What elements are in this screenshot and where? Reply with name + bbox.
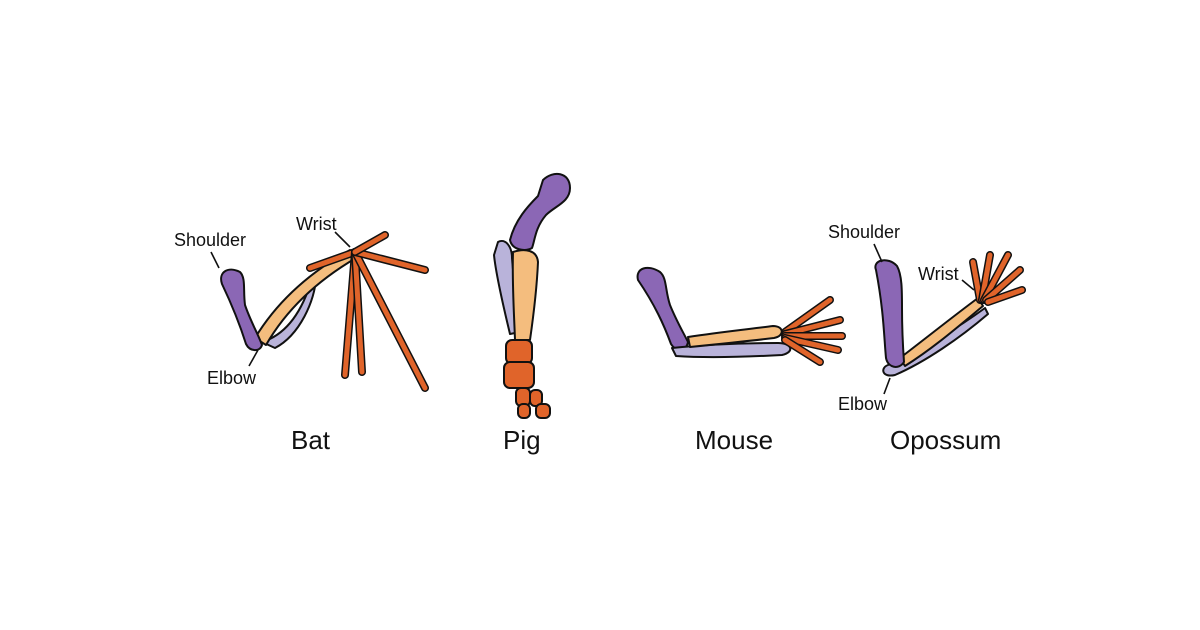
pig-humerus [509, 172, 571, 251]
bat-shoulder-label: Shoulder [174, 230, 246, 250]
opossum-limb: Shoulder Wrist Elbow Opossum [828, 222, 1026, 455]
opossum-digits [969, 251, 1026, 306]
opossum-title: Opossum [890, 425, 1001, 455]
opossum-elbow-label: Elbow [838, 394, 888, 414]
mouse-humerus [636, 266, 689, 351]
bat-title: Bat [291, 425, 331, 455]
opossum-wrist-label: Wrist [918, 264, 959, 284]
bat-limb: Shoulder Wrist Elbow Bat [174, 214, 429, 455]
opossum-humerus [874, 259, 905, 368]
pig-title: Pig [503, 425, 541, 455]
mouse-digits [781, 296, 846, 366]
opossum-radius [899, 297, 984, 367]
mouse-title: Mouse [695, 425, 773, 455]
pig-radius [511, 249, 539, 341]
pig-foot [503, 339, 551, 419]
opossum-shoulder-label: Shoulder [828, 222, 900, 242]
bat-elbow-label: Elbow [207, 368, 257, 388]
bat-humerus [220, 268, 263, 352]
pig-limb: Pig [493, 172, 571, 455]
mouse-limb: Mouse [636, 266, 846, 455]
bat-digits [306, 231, 429, 392]
bat-wrist-label: Wrist [296, 214, 337, 234]
